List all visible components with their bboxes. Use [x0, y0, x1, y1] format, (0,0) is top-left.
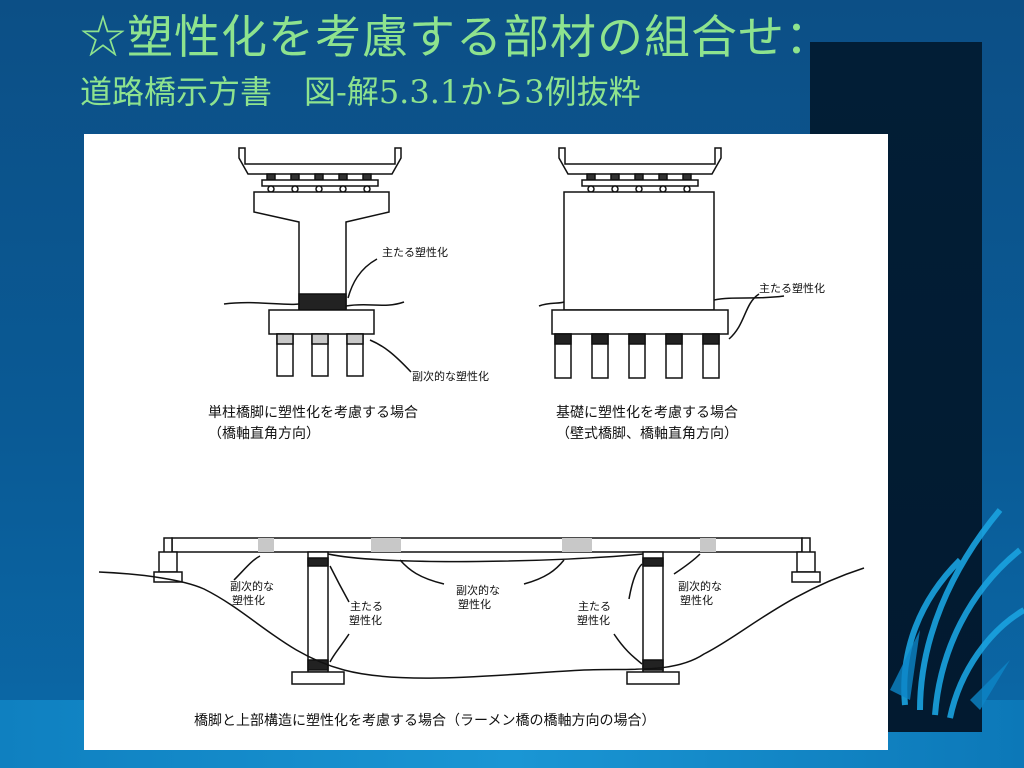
figure-drawing — [98, 147, 865, 685]
single-column-pier — [223, 147, 412, 377]
panel2-caption-line1: 基礎に塑性化を考慮する場合 — [556, 405, 738, 421]
panel3-label-main-right-1: 主たる — [578, 600, 611, 613]
panel3-label-main-left-2: 塑性化 — [349, 614, 382, 627]
panel3-label-main-left-1: 主たる — [350, 600, 383, 613]
panel3-caption: 橋脚と上部構造に塑性化を考慮する場合（ラーメン橋の橋軸方向の場合） — [194, 713, 656, 729]
panel1-caption-line2: （橋軸直角方向） — [208, 426, 320, 442]
panel3-label-secondary-mid-2: 塑性化 — [458, 598, 491, 611]
panel3-label-secondary-left-2: 塑性化 — [232, 594, 265, 607]
panel3-label-secondary-mid-1: 副次的な — [456, 584, 500, 597]
slide-subtitle: 道路橋示方書 図-解5.3.1から3例抜粋 — [80, 73, 641, 111]
slide-title: ☆塑性化を考慮する部材の組合せ： — [80, 10, 832, 64]
panel1-label-secondary: 副次的な塑性化 — [412, 370, 489, 383]
panel2-label-main: 主たる塑性化 — [759, 282, 825, 295]
panel3-label-secondary-right-2: 塑性化 — [680, 594, 713, 607]
wall-pier-foundation — [538, 147, 785, 379]
panel3-label-main-right-2: 塑性化 — [577, 614, 610, 627]
rigid-frame-bridge — [98, 537, 865, 685]
panel1-caption-line1: 単柱橋脚に塑性化を考慮する場合 — [208, 405, 418, 421]
panel2-caption-line2: （壁式橋脚、橋軸直角方向） — [556, 426, 738, 442]
panel1-label-main: 主たる塑性化 — [382, 246, 448, 259]
panel3-label-secondary-left-1: 副次的な — [230, 580, 274, 593]
decorative-leaf-graphic — [890, 508, 1024, 719]
panel3-label-secondary-right-1: 副次的な — [678, 580, 722, 593]
figure-panel: 主たる塑性化 副次的な塑性化 単柱橋脚に塑性化を考慮する場合 （橋軸直角方向） … — [84, 134, 888, 750]
